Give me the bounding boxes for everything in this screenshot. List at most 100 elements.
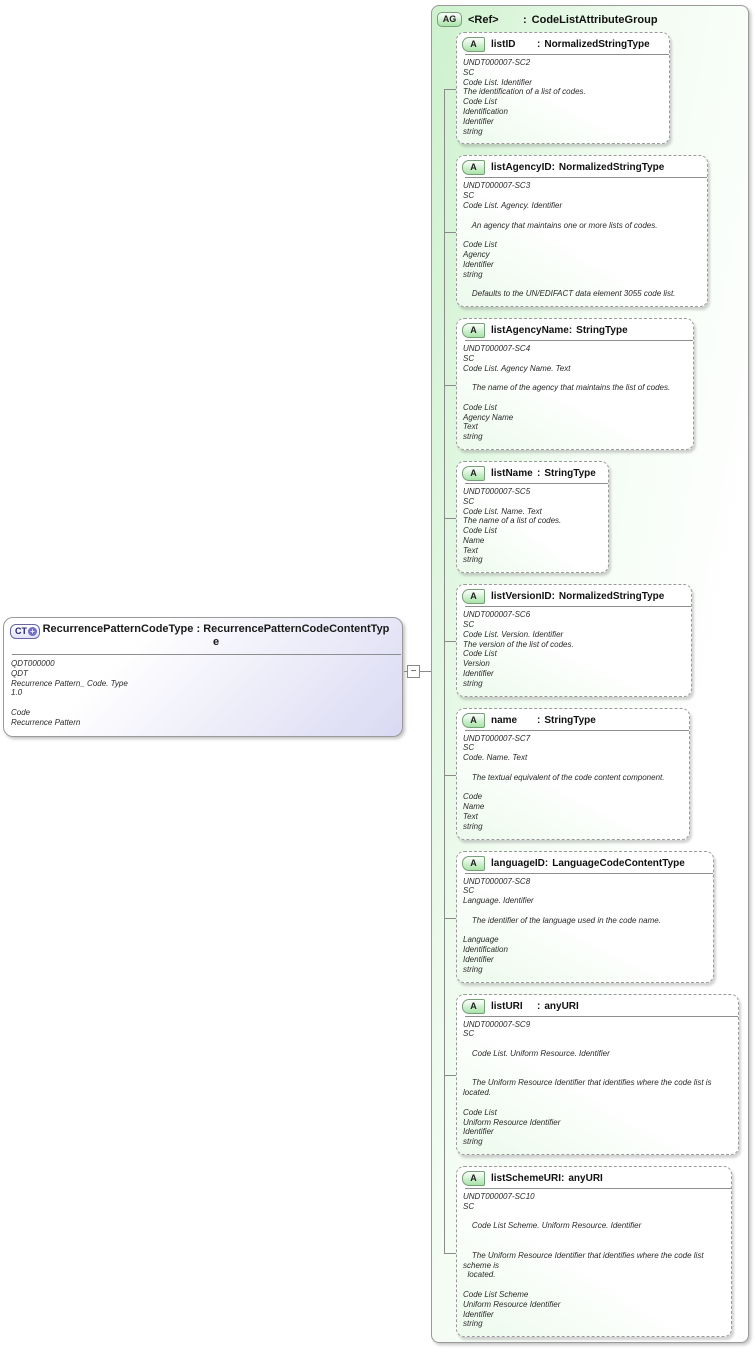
attribute-annotation: UNDT000007-SC8 SC Language. Identifier T… — [463, 876, 661, 974]
header-separator-line — [465, 482, 608, 484]
attribute-group-badge: AG — [437, 12, 462, 27]
attribute-separator: : — [544, 857, 549, 869]
expand-plus-icon[interactable]: + — [28, 627, 37, 636]
attribute-badge-icon: A — [462, 712, 485, 728]
complex-type-badge-label: CT — [15, 626, 27, 636]
attribute-group-separator: : — [523, 13, 527, 26]
attribute-name: listName — [491, 467, 533, 479]
attribute-separator: : — [537, 39, 541, 50]
connector-stub — [444, 1253, 456, 1254]
attribute-name: name — [491, 714, 518, 726]
connector-stub — [444, 918, 456, 919]
attribute-type: StringType — [544, 467, 596, 479]
attribute-separator: : — [561, 1172, 565, 1184]
attribute-annotation: UNDT000007-SC9 SC Code List. Uniform Res… — [463, 1019, 712, 1147]
attribute-group-header: AG <Ref> : CodeListAttributeGroup — [432, 6, 748, 29]
attribute-name: listVersionID — [491, 591, 552, 603]
header-separator-line — [465, 339, 693, 341]
attribute-separator: : — [551, 591, 555, 603]
attribute-badge-icon: A — [462, 589, 485, 605]
attribute-type: NormalizedStringType — [558, 162, 665, 174]
attribute-badge-icon: A — [462, 465, 485, 481]
attribute-name: listAgencyID — [491, 162, 552, 174]
attribute-group-type: CodeListAttributeGroup — [531, 13, 658, 26]
header-separator-line — [465, 54, 669, 55]
attribute-badge-icon: A — [462, 855, 485, 871]
attribute-group-name: <Ref> — [468, 13, 499, 26]
connector-stub — [444, 775, 456, 776]
header-separator-line — [465, 177, 707, 179]
attribute-annotation: UNDT000007-SC6 SC Code List. Version. Id… — [463, 610, 574, 688]
attribute-type: NormalizedStringType — [544, 39, 650, 50]
attribute-type: StringType — [576, 324, 628, 336]
attribute-type: anyURI — [544, 1000, 579, 1012]
complex-type-title-separator: : — [196, 623, 201, 635]
collapse-toggle[interactable]: − — [407, 665, 420, 678]
attribute-type: anyURI — [568, 1172, 603, 1184]
attribute-badge-icon: A — [462, 160, 485, 176]
header-separator-line — [12, 654, 401, 655]
connector-stub — [444, 385, 456, 386]
complex-type-badge: CT + — [10, 624, 40, 639]
attribute-badge-icon: A — [462, 37, 485, 52]
complex-type-name: RecurrencePatternCodeType — [42, 623, 194, 635]
attribute-annotation: UNDT000007-SC7 SC Code. Name. Text The t… — [463, 733, 665, 831]
header-separator-line — [465, 606, 691, 608]
header-separator-line — [465, 1015, 738, 1017]
attribute-annotation: UNDT000007-SC3 SC Code List. Agency. Ide… — [463, 181, 676, 299]
complex-type-annotation: QDT000000 QDT Recurrence Pattern_ Code. … — [11, 659, 128, 727]
header-separator-line — [465, 1187, 731, 1189]
attribute-name: listSchemeURI — [491, 1172, 562, 1184]
attribute-separator: : — [537, 1000, 541, 1012]
connector-stub — [444, 518, 456, 519]
attribute-name: listURI — [491, 1000, 523, 1012]
attribute-badge-icon: A — [462, 322, 485, 338]
attribute-type: StringType — [544, 714, 596, 726]
attribute-annotation: UNDT000007-SC4 SC Code List. Agency Name… — [463, 343, 671, 442]
attribute-annotation: UNDT000007-SC5 SC Code List. Name. Text … — [463, 486, 562, 565]
attribute-bracket-line — [444, 89, 445, 1253]
attribute-separator: : — [537, 714, 541, 726]
connector-stub — [444, 641, 456, 642]
attribute-separator: : — [568, 324, 573, 336]
connector-stub — [444, 89, 456, 90]
attribute-badge-icon: A — [462, 1170, 485, 1186]
attribute-name: languageID — [491, 857, 545, 869]
header-separator-line — [465, 729, 689, 731]
attribute-annotation: UNDT000007-SC10 SC Code List Scheme. Uni… — [463, 1191, 704, 1329]
complex-type-title: RecurrencePatternCodeType : RecurrencePa… — [40, 623, 392, 649]
complex-type-base-type: RecurrencePatternCodeContentType — [203, 623, 390, 648]
complex-type-header: CT + RecurrencePatternCodeType : Recurre… — [4, 618, 402, 652]
attribute-type: LanguageCodeContentType — [552, 857, 685, 869]
attribute-separator: : — [537, 467, 541, 479]
attribute-name: listAgencyName — [491, 324, 569, 336]
header-separator-line — [465, 872, 713, 874]
connector-stub — [444, 232, 456, 233]
complex-type-box[interactable]: CT + RecurrencePatternCodeType : Recurre… — [3, 617, 403, 737]
attribute-separator: : — [551, 162, 555, 174]
attribute-type: NormalizedStringType — [558, 591, 665, 603]
connector-stub — [444, 1075, 456, 1076]
collapse-minus-icon: − — [410, 665, 417, 677]
